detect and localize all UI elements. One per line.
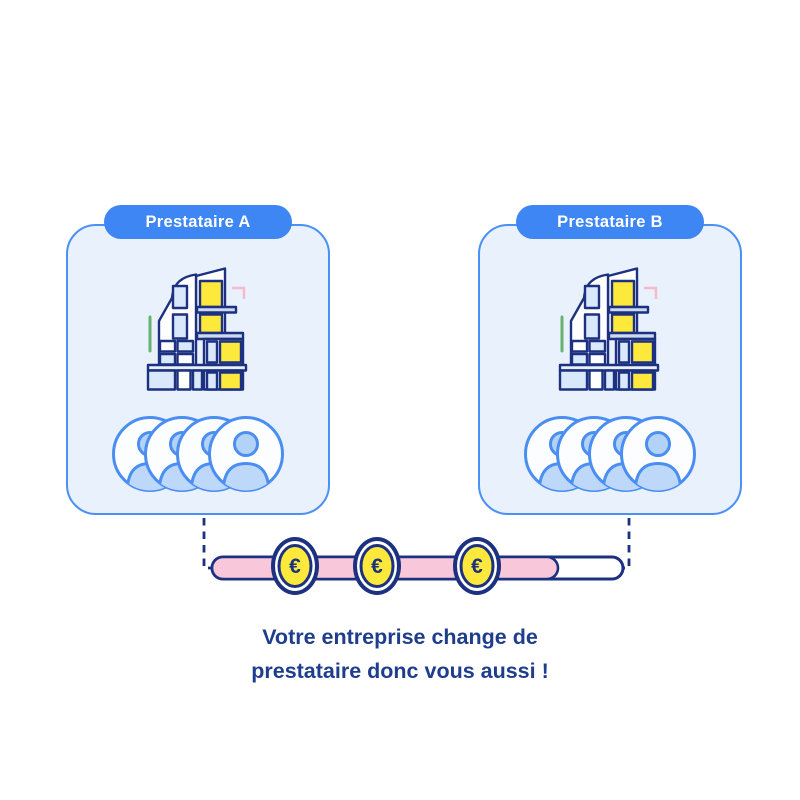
caption: Votre entreprise change de prestataire d… (0, 620, 800, 688)
avatar (208, 416, 284, 492)
team-icon (524, 416, 696, 492)
caption-line-1: Votre entreprise change de (262, 625, 538, 649)
building-icon (146, 267, 248, 391)
connector-left (202, 518, 212, 570)
avatar (620, 416, 696, 492)
card-label-a: Prestataire A (104, 205, 292, 239)
pink-corner-accent (232, 286, 246, 299)
pink-corner-accent (644, 286, 658, 299)
euro-symbol: € (289, 555, 301, 578)
euro-symbol: € (471, 555, 483, 578)
team-icon (112, 416, 284, 492)
building-icon (558, 267, 660, 391)
euro-symbol: € (371, 555, 383, 578)
caption-line-2: prestataire donc vous aussi ! (251, 659, 549, 683)
euro-coin-icon: € (453, 537, 501, 595)
connector-right (621, 518, 631, 570)
euro-coin-icon: € (271, 537, 319, 595)
transfer-graphic: € € € (202, 518, 631, 595)
card-label-b: Prestataire B (516, 205, 704, 239)
card-prestataire-b: Prestataire B (478, 205, 742, 515)
card-prestataire-a: Prestataire A (66, 205, 330, 515)
euro-coin-icon: € (353, 537, 401, 595)
